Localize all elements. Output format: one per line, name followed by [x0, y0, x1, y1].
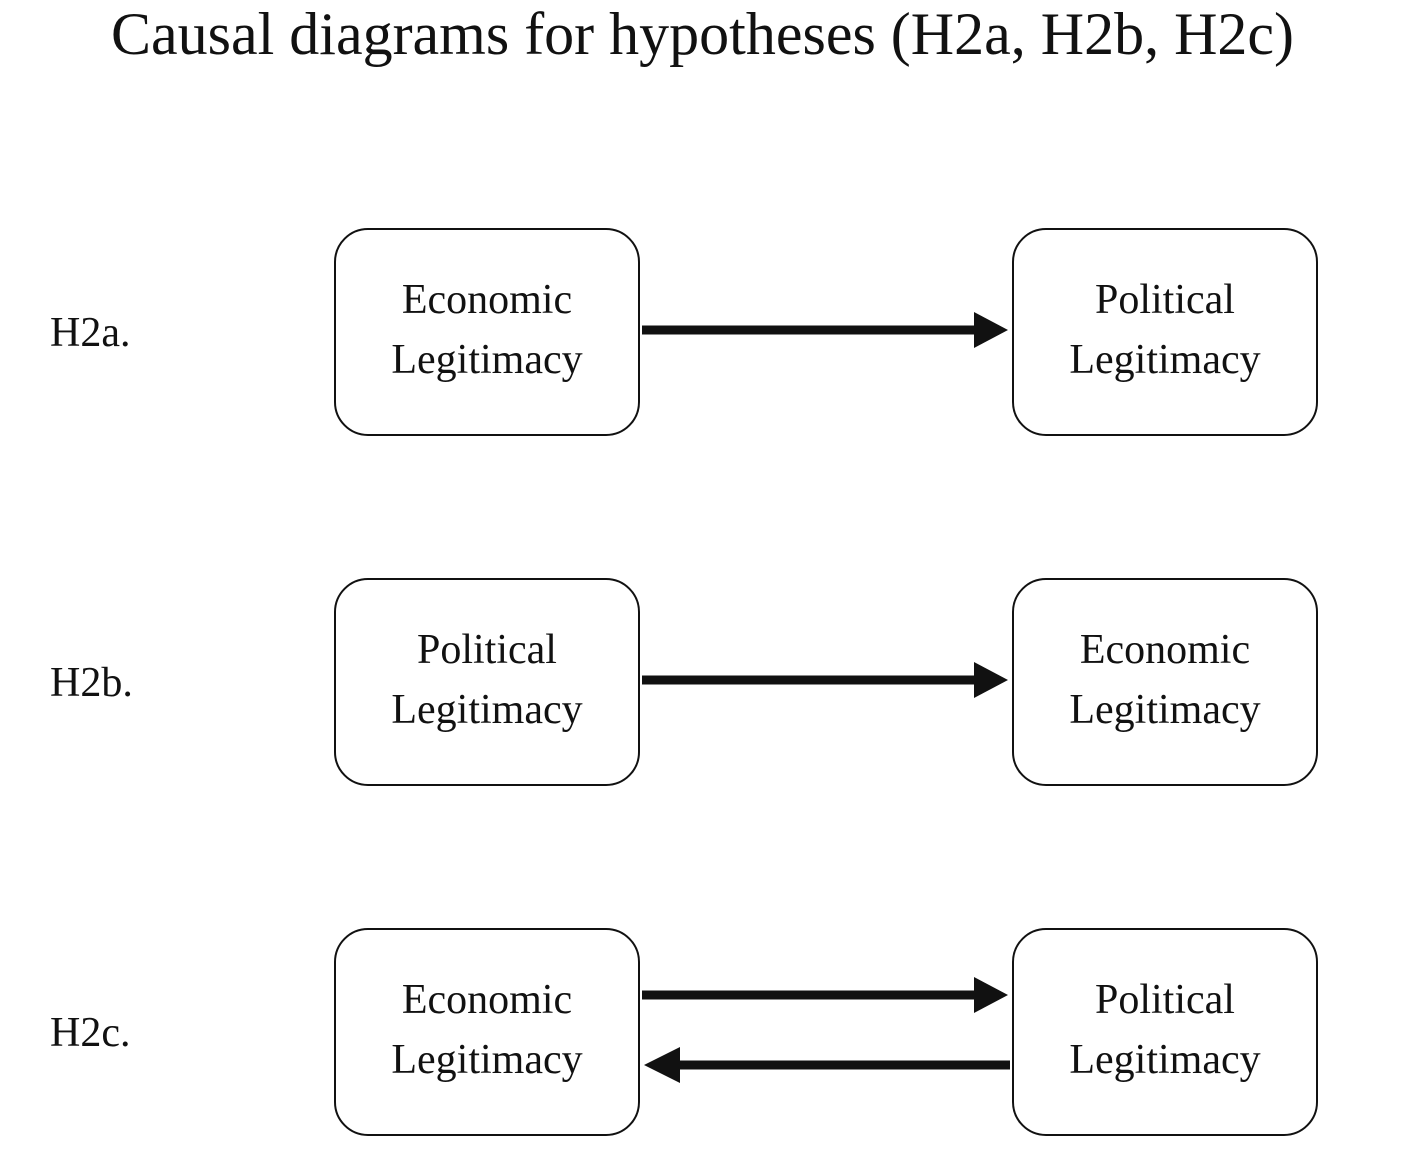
arrow-right	[642, 662, 1008, 698]
diagram-title: Causal diagrams for hypotheses (H2a, H2b…	[110, 1, 1295, 67]
node-text-line: Political	[416, 627, 557, 673]
cause-node: Economic Legitimacy	[334, 228, 640, 436]
arrow-left	[644, 1047, 1010, 1083]
hypothesis-row-h2a: H2a. Economic Legitimacy Political Legit…	[0, 228, 1405, 440]
hypothesis-label: H2a.	[50, 310, 131, 356]
node-text: Political Legitimacy	[1069, 970, 1260, 1094]
hypothesis-row-h2b: H2b. Political Legitimacy Economic Legit…	[0, 578, 1405, 790]
node-a: Economic Legitimacy	[334, 928, 640, 1136]
effect-node: Political Legitimacy	[1012, 228, 1318, 436]
node-text-line: Legitimacy	[391, 1037, 583, 1083]
node-text: Political Legitimacy	[391, 620, 582, 744]
arrow-right	[642, 977, 1008, 1013]
node-text-line: Legitimacy	[391, 687, 583, 733]
cause-node: Political Legitimacy	[334, 578, 640, 786]
node-text: Economic Legitimacy	[1069, 620, 1260, 744]
hypothesis-label: H2b.	[50, 660, 133, 706]
node-text-line: Political	[1094, 977, 1235, 1023]
node-b: Political Legitimacy	[1012, 928, 1318, 1136]
node-text: Political Legitimacy	[1069, 270, 1260, 394]
hypothesis-label: H2c.	[50, 1010, 131, 1056]
node-text: Economic Legitimacy	[391, 970, 582, 1094]
node-text-line: Economic	[401, 277, 573, 323]
node-text-line: Legitimacy	[391, 337, 583, 383]
effect-node: Economic Legitimacy	[1012, 578, 1318, 786]
node-text-line: Legitimacy	[1069, 1037, 1261, 1083]
node-text-line: Legitimacy	[1069, 337, 1261, 383]
node-text: Economic Legitimacy	[391, 270, 582, 394]
node-text-line: Political	[1094, 277, 1235, 323]
hypothesis-row-h2c: H2c. Economic Legitimacy Political Legit…	[0, 928, 1405, 1140]
node-text-line: Economic	[401, 977, 573, 1023]
node-text-line: Economic	[1079, 627, 1251, 673]
arrow-right	[642, 312, 1008, 348]
node-text-line: Legitimacy	[1069, 687, 1261, 733]
